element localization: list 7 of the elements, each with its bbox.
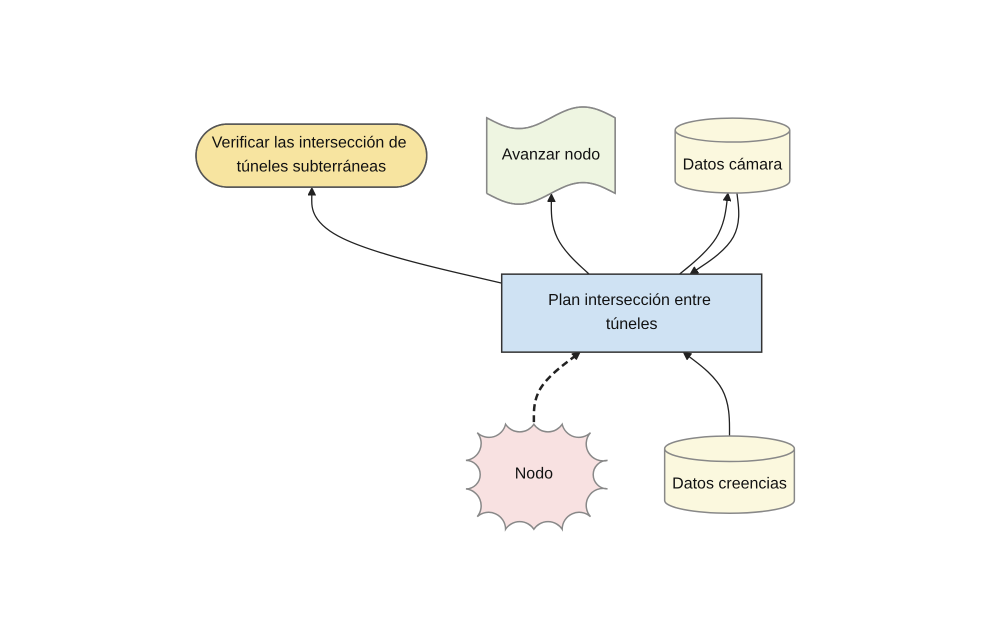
node-box: Plan intersección entre túneles (501, 274, 763, 354)
arrow (690, 193, 740, 275)
arrow (547, 194, 590, 275)
arrow (532, 352, 581, 423)
arrow (683, 352, 730, 436)
arrow (308, 188, 502, 284)
arrow (679, 192, 732, 276)
